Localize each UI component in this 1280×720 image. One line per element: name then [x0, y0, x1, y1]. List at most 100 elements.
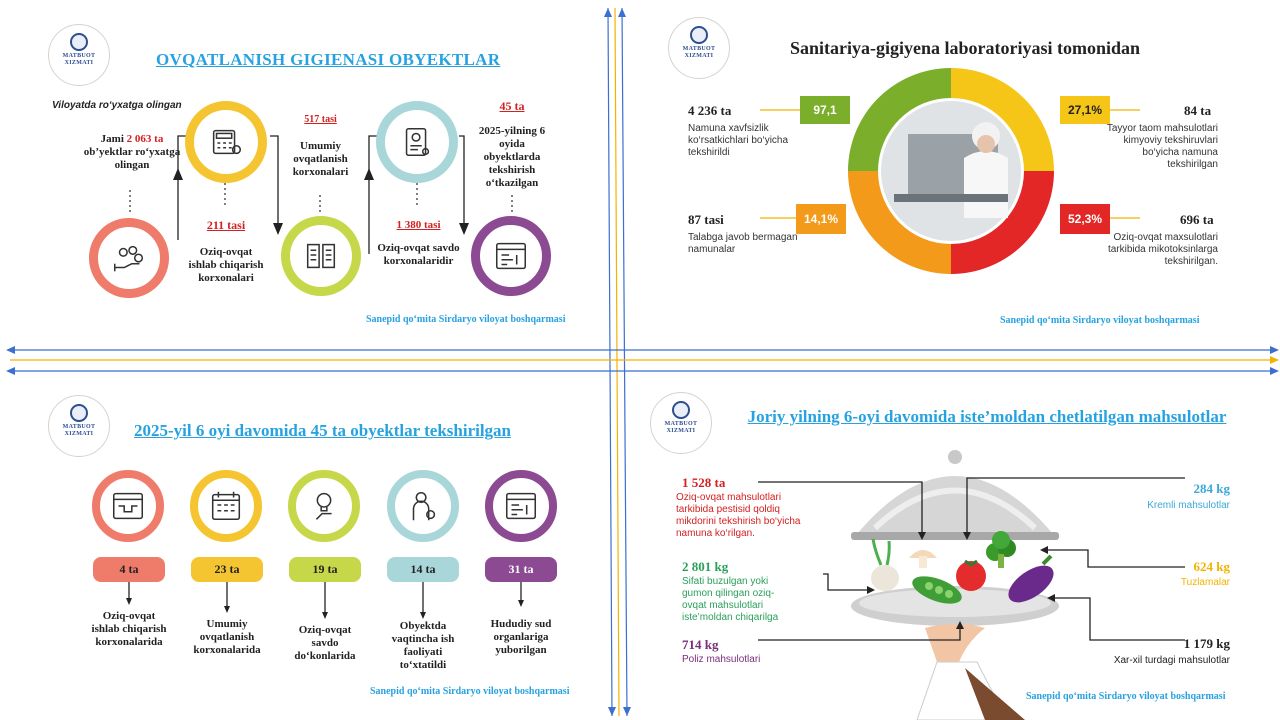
- seal-icon: [690, 26, 708, 44]
- logo: MATBUOT XIZMATI: [48, 24, 110, 86]
- logo-line-2: XIZMATI: [64, 431, 94, 437]
- insp-label: 2025-yilning 6 oyida obyektlarda tekshir…: [478, 125, 546, 189]
- q4-left-0-amount: 1 528 ta: [682, 475, 726, 490]
- q4-right-2-amount: 1 179 kg: [1183, 636, 1230, 651]
- browser-flow-icon: [112, 492, 144, 520]
- q1-total: Jami 2 063 ta ob’yektlar ro‘yxatga oling…: [82, 133, 182, 172]
- q2-item-2-pct: 14,1%: [796, 204, 846, 234]
- ring-registered: [89, 218, 169, 298]
- q3-credit: Sanepid qo‘mita Sirdaryo viloyat boshqar…: [370, 686, 570, 697]
- ring-public: [281, 216, 361, 296]
- q4-left-1-desc: Sifati buzulgan yoki gumon qilingan oziq…: [682, 576, 779, 623]
- ring-production: [185, 101, 267, 183]
- q4-right-2-desc: Xar-xil turdagi mahsulotlar: [1113, 655, 1230, 666]
- logo-line-1: MATBUOT: [682, 46, 716, 52]
- q3-ring-0: [92, 470, 164, 542]
- q1-credit: Sanepid qo‘mita Sirdaryo viloyat boshqar…: [366, 314, 566, 325]
- q3-label-4: Hududiy sud organlariga yuborilgan: [490, 618, 552, 656]
- total-post: ob’yektlar ro‘yxatga olingan: [83, 146, 181, 171]
- q3-ring-2: [288, 470, 360, 542]
- q4-right-1-desc: Tuzlamalar: [1180, 577, 1230, 588]
- logo-line-2: XIZMATI: [666, 428, 696, 434]
- calendar-icon: [211, 491, 241, 521]
- q3-title: 2025-yil 6 oyi davomida 45 ta obyektlar …: [134, 421, 512, 440]
- q1-title: OVQATLANISH GIGIENASI OBYEKTLAR: [156, 50, 501, 69]
- q2-item-1-desc: Tayyor taom mahsulotlari kimyoviy tekshi…: [1106, 123, 1218, 170]
- logo-line-1: MATBUOT: [664, 421, 698, 427]
- q4-left-0-desc: Oziq-ovqat mahsulotlari tarkibida pestis…: [676, 492, 801, 539]
- food-cloche-illustration: [851, 450, 1059, 720]
- q2-leader-lines: [760, 109, 1140, 219]
- q2-item-3-desc: Oziq-ovqat maxsulotlari tarkibida mikoto…: [1107, 232, 1218, 267]
- q1-public: 517 tasi Umumiy ovqatlanish korxonalari: [278, 113, 363, 179]
- q3-count-1: 23 ta: [191, 557, 263, 582]
- browser-chart-icon: [505, 492, 537, 520]
- logo-line-1: MATBUOT: [62, 424, 96, 430]
- q3-ring-3: [387, 470, 459, 542]
- q3-count-4: 31 ta: [485, 557, 557, 582]
- q4-left-2-desc: Poliz mahsulotlari: [682, 654, 761, 665]
- q3-label-2: Oziq-ovqat savdo do‘konlarida: [294, 624, 356, 662]
- public-num: 517 tasi: [304, 114, 337, 125]
- prod-label: Oziq-ovqat ishlab chiqarish korxonalari: [188, 246, 264, 284]
- q1-trade: 1 380 tasi Oziq-ovqat savdo korxonalarid…: [376, 219, 461, 268]
- browser-chart-icon: [495, 242, 527, 270]
- q4-right-0-desc: Kremli mahsulotlar: [1147, 500, 1230, 511]
- q2-item-1-count: 84 ta: [1184, 103, 1212, 118]
- trade-label: Oziq-ovqat savdo korxonalaridir: [377, 242, 460, 267]
- q2-item-0-desc: Namuna xavfsizlik ko‘rsatkichlari bo‘yic…: [688, 123, 789, 158]
- prod-num: 211 tasi: [206, 218, 246, 232]
- total-num: 2 063 ta: [126, 133, 164, 145]
- q3-label-3: Obyektda vaqtincha ish faoliyati to‘xtat…: [391, 620, 455, 671]
- donut-chart: [848, 68, 1054, 274]
- idea-hand-icon: [315, 492, 332, 520]
- q3-count-2: 19 ta: [289, 557, 361, 582]
- report-gear-icon: [405, 127, 430, 157]
- q2-item-2-count: 87 tasi: [688, 212, 724, 227]
- logo-line-2: XIZMATI: [64, 60, 94, 66]
- hand-coins-icon: [113, 245, 144, 272]
- logo: MATBUOT XIZMATI: [668, 17, 730, 79]
- ring-trade: [376, 101, 458, 183]
- q3-count-3: 14 ta: [387, 557, 459, 582]
- q4-right-1-amount: 624 kg: [1193, 559, 1230, 574]
- total-pre: Jami: [100, 133, 124, 145]
- insp-num: 45 ta: [499, 99, 525, 113]
- ring-inspections: [471, 216, 551, 296]
- q2-item-2-desc: Talabga javob bermagan namunalar: [688, 232, 798, 255]
- logo-line-2: XIZMATI: [684, 53, 714, 59]
- q1-inspections: 45 ta 2025-yilning 6 oyida obyektlarda t…: [476, 100, 548, 190]
- public-label: Umumiy ovqatlanish korxonalari: [292, 140, 349, 178]
- q2-title: Sanitariya-gigiyena laboratoriyasi tomon…: [790, 38, 1141, 58]
- q3-count-0: 4 ta: [93, 557, 165, 582]
- q2-item-3-count: 696 ta: [1180, 212, 1214, 227]
- q4-left-2-amount: 714 kg: [682, 637, 719, 652]
- logo-line-1: MATBUOT: [62, 53, 96, 59]
- q2-item-0-count: 4 236 ta: [688, 103, 732, 118]
- q2-item-1-pct: 27,1%: [1060, 96, 1110, 124]
- q3-arrows: [126, 582, 524, 619]
- q2-item-3-pct: 52,3%: [1060, 204, 1110, 234]
- q1-subtitle: Viloyatda ro‘yxatga olingan: [52, 100, 182, 111]
- q4-credit: Sanepid qo‘mita Sirdaryo viloyat boshqar…: [1026, 691, 1226, 702]
- q3-ring-4: [485, 470, 557, 542]
- seal-icon: [672, 401, 690, 419]
- q2-credit: Sanepid qo‘mita Sirdaryo viloyat boshqar…: [1000, 315, 1200, 326]
- q3-label-0: Oziq-ovqat ishlab chiqarish korxonalarid…: [91, 610, 167, 648]
- q1-flow-arrows: [129, 135, 513, 254]
- seal-icon: [70, 404, 88, 422]
- q1-production: 211 tasi Oziq-ovqat ishlab chiqarish kor…: [186, 219, 266, 285]
- logo: MATBUOT XIZMATI: [48, 395, 110, 457]
- q3-ring-1: [190, 470, 262, 542]
- q4-title: Joriy yilning 6-oyi davomida iste’moldan…: [747, 407, 1227, 426]
- seal-icon: [70, 33, 88, 51]
- q4-leader-lines: [758, 477, 1185, 641]
- q2-item-0-pct: 97,1: [800, 96, 850, 124]
- calculator-icon: [212, 129, 242, 155]
- q4-left-1-amount: 2 801 kg: [682, 559, 729, 574]
- logo: MATBUOT XIZMATI: [650, 392, 712, 454]
- q3-label-1: Umumiy ovqatlanish korxonalarida: [193, 618, 261, 656]
- trade-num: 1 380 tasi: [396, 219, 441, 231]
- worker-icon: [412, 491, 436, 521]
